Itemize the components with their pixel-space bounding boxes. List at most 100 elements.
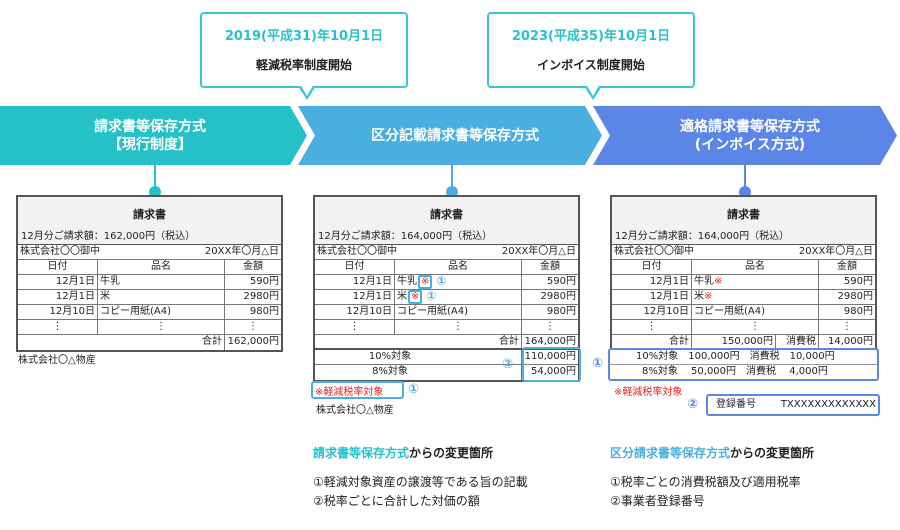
invoice-title: 請求書 — [727, 208, 760, 221]
table-row: 12月10日コピー用紙(A4)980円 — [612, 305, 875, 320]
cell-date: 12月10日 — [612, 305, 692, 319]
item-name: 米 — [694, 291, 704, 302]
callout-date: 2023(平成35)年10月1日 — [511, 29, 671, 44]
ellipsis: ⋮ — [248, 321, 258, 332]
stage-title: 適格請求書等保存方式 — [680, 118, 820, 135]
invoice-date: 20XX年〇月△日 — [798, 246, 873, 257]
callout-event: 軽減税率制度開始 — [255, 58, 352, 72]
changes-heading: 区分請求書等保存方式からの変更箇所 — [610, 444, 814, 461]
changes-suffix: からの変更箇所 — [730, 446, 815, 460]
col-item: 品名 — [692, 260, 819, 274]
invoice-qualified: 請求書 12月分ご請求額：164,000円（税込） 株式会社〇〇御中 20XX年〇… — [610, 195, 877, 352]
cell-date: 12月1日 — [315, 275, 395, 289]
connector-line — [744, 165, 746, 193]
stage-arrow-1 — [0, 106, 307, 165]
invoice-date: 20XX年〇月△日 — [501, 246, 576, 257]
connector-line — [154, 165, 156, 193]
total-amount: 164,000円 — [524, 336, 576, 347]
stage-arrow-3 — [593, 106, 897, 165]
registration-value: TXXXXXXXXXXXXX — [780, 399, 876, 410]
stage-arrows — [0, 106, 897, 165]
invoice-date: 20XX年〇月△日 — [204, 246, 279, 257]
col-item: 品名 — [395, 260, 522, 274]
stage-subtitle: (インボイス方式) — [694, 136, 806, 153]
stage-title: 請求書等保存方式 — [94, 118, 206, 135]
reduced-mark: ※ — [704, 291, 713, 302]
invoice-header: 請求書 12月分ご請求額：164,000円（税込） — [612, 197, 875, 245]
cell-amount: 590円 — [843, 276, 873, 287]
cell-amount: 2980円 — [837, 291, 873, 302]
col-date: 日付 — [315, 260, 395, 274]
cell-item: コピー用紙(A4) — [395, 305, 522, 319]
cell-amount: 590円 — [249, 276, 279, 287]
col-amount: 金額 — [540, 261, 560, 272]
ellipsis: ⋮ — [98, 320, 225, 334]
cell-amount: 2980円 — [243, 291, 279, 302]
item-name: 牛乳 — [694, 276, 714, 287]
callout-invoice-start: 2023(平成35)年10月1日 インボイス制度開始 — [487, 12, 695, 88]
highlight-rate-totals — [522, 347, 581, 382]
rate8-amount: 54,000円 — [531, 366, 576, 377]
cell-item: 米※ — [692, 290, 819, 304]
invoice-header: 請求書 12月分ご請求額：164,000円（税込） — [315, 197, 578, 245]
cell-date: 12月1日 — [612, 290, 692, 304]
ellipsis: ⋮ — [842, 321, 852, 332]
ellipsis: ⋮ — [18, 320, 98, 334]
registration-label: 登録番号 — [716, 399, 756, 410]
col-item: 品名 — [98, 260, 225, 274]
callout-event: インボイス制度開始 — [537, 58, 645, 72]
total-amount: 162,000円 — [227, 336, 279, 347]
table-header: 日付品名金額 — [18, 260, 281, 275]
marker-1: ① — [436, 274, 447, 288]
changes-from-itemized: 区分請求書等保存方式からの変更箇所 ①税率ごとの消費税額及び適用税率 ②事業者登… — [610, 444, 814, 511]
table-row: 12月1日米※ 2980円 — [612, 290, 875, 305]
change-item: ②税率ごとに合計した対価の額 — [313, 494, 480, 508]
cell-item: 牛乳※① — [395, 275, 522, 289]
reduced-mark: ※ — [408, 290, 423, 304]
ellipsis: ⋮ — [315, 320, 395, 334]
ellipsis: ⋮ — [545, 321, 555, 332]
marker-1: ① — [426, 289, 437, 303]
billing-amount: 12月分ご請求額：164,000円（税込） — [615, 231, 790, 242]
issuer: 株式会社〇△物産 — [316, 405, 394, 416]
col-date: 日付 — [612, 260, 692, 274]
cell-date: 12月1日 — [18, 290, 98, 304]
total-label: 合計 — [315, 335, 522, 348]
callout-reduced-tax-start: 2019(平成31)年10月1日 軽減税率制度開始 — [200, 12, 408, 88]
rate8-line: 8%対象 50,000円 消費税 4,000円 — [642, 366, 828, 377]
cell-amount: 980円 — [546, 306, 576, 317]
cell-amount: 980円 — [249, 306, 279, 317]
customer: 株式会社〇〇御中 — [614, 246, 694, 257]
ellipsis: ⋮ — [612, 320, 692, 334]
cell-item: コピー用紙(A4) — [98, 305, 225, 319]
changes-source: 区分請求書等保存方式 — [610, 446, 731, 460]
rate10-label: 10%対象 — [368, 351, 412, 362]
cell-date: 12月10日 — [18, 305, 98, 319]
cell-item: コピー用紙(A4) — [692, 305, 819, 319]
highlight-reduced-note — [311, 381, 404, 399]
table-row-ellipsis: ⋮⋮⋮ — [315, 320, 578, 335]
change-item: ①税率ごとの消費税額及び適用税率 — [610, 475, 801, 489]
invoice-header: 請求書 12月分ご請求額：162,000円（税込） — [18, 197, 281, 245]
marker-2: ② — [687, 397, 699, 412]
table-header: 日付品名金額 — [612, 260, 875, 275]
tax-total: 14,000円 — [828, 336, 873, 347]
invoice-title: 請求書 — [430, 208, 463, 221]
cell-date: 12月1日 — [315, 290, 395, 304]
reduced-tax-note: ※軽減税率対象 — [315, 387, 384, 398]
change-item: ②事業者登録番号 — [610, 494, 705, 508]
stage-subtitle: 【現行制度】 — [108, 136, 192, 153]
total-label: 合計 — [18, 335, 225, 350]
change-item: ①軽減対象資産の譲渡等である旨の記載 — [313, 475, 528, 489]
reduced-mark: ※ — [418, 275, 433, 289]
customer-row: 株式会社〇〇御中 20XX年〇月△日 — [612, 245, 875, 260]
